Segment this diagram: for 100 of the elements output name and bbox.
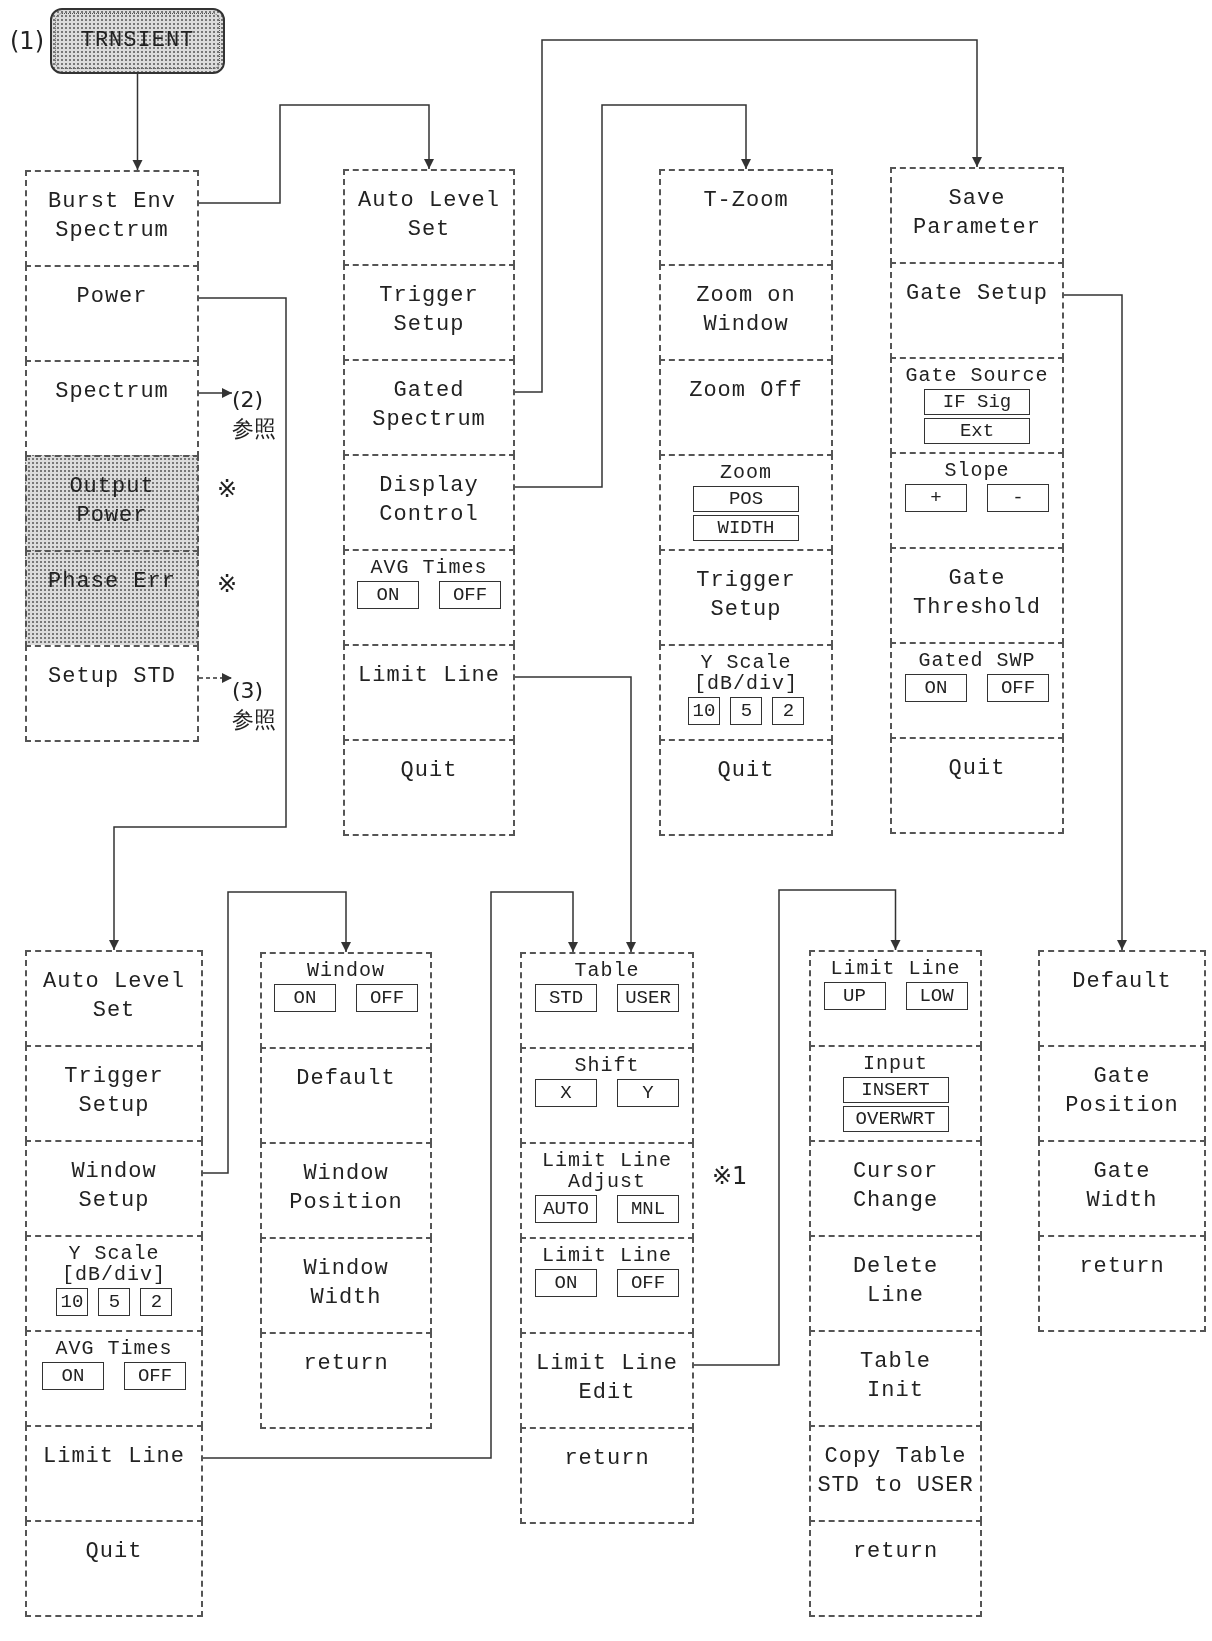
key-label: AVG Times [370, 557, 488, 578]
key-label: Default [1072, 968, 1172, 996]
softkey [260, 1047, 432, 1144]
toggle-option: 5 [730, 697, 763, 725]
key-label: Gate Threshold [912, 565, 1042, 622]
softkey [659, 549, 833, 646]
key-label: Window Position [288, 1160, 404, 1217]
toggle-option: ON [42, 1362, 104, 1390]
key-label: Limit Line Edit [535, 1350, 679, 1407]
connector-arrow [198, 672, 233, 684]
key-label: Copy Table STD to USER [816, 1443, 975, 1500]
key-label: return [852, 1538, 939, 1566]
softkey [260, 1237, 432, 1334]
softkey [890, 642, 1064, 739]
key-label: Trigger Setup [695, 567, 797, 624]
key-label: Auto Level Set [42, 968, 186, 1025]
key-label: T-Zoom [703, 187, 789, 215]
key-label: Limit Line [830, 958, 961, 979]
softkey [890, 262, 1064, 359]
softkey [809, 1520, 982, 1617]
note-mark: ※ [217, 570, 238, 598]
key-label: Gate Source [905, 365, 1049, 386]
softkey [25, 645, 199, 742]
softkey [520, 1237, 694, 1334]
toggle-option: MNL [617, 1195, 679, 1223]
softkey [890, 167, 1064, 264]
softkey [659, 169, 833, 266]
key-label: [dB/div] [62, 1264, 166, 1285]
key-label: [dB/div] [694, 673, 798, 694]
connector-arrow [1063, 294, 1128, 951]
note-mark: ※1 [712, 1162, 748, 1190]
softkey [343, 549, 515, 646]
connector-arrow [132, 73, 143, 171]
toggle-option: 2 [772, 697, 805, 725]
toggle-option: ON [357, 581, 419, 609]
toggle-option: 10 [55, 1288, 89, 1316]
key-label: Quit [85, 1538, 143, 1566]
toggle-option: ON [274, 984, 336, 1012]
reference-note: 参照 [232, 705, 276, 734]
toggle-option: USER [617, 984, 679, 1012]
toggle-option: WIDTH [693, 515, 799, 541]
toggle-option: - [987, 484, 1049, 512]
softkey [809, 1235, 982, 1332]
softkey [343, 359, 515, 456]
toggle-option: OVERWRT [842, 1106, 949, 1132]
softkey [1038, 1140, 1206, 1237]
key-label: Quit [948, 755, 1006, 783]
connector-arrow [202, 891, 352, 1174]
key-label: Input [863, 1053, 928, 1074]
softkey [343, 644, 515, 741]
reference-note: 参照 [232, 414, 276, 443]
note-mark: (1) [10, 27, 44, 55]
softkey [343, 169, 515, 266]
key-label: Gate Setup [906, 280, 1048, 308]
key-label: Gated SWP [918, 650, 1036, 671]
key-label: TRNSIENT [80, 26, 195, 55]
key-label: return [303, 1350, 389, 1378]
softkey [890, 547, 1064, 644]
note-mark: ※ [217, 475, 238, 503]
key-label: Limit Line [358, 662, 500, 690]
softkey [1038, 950, 1206, 1047]
toggle-option: 5 [98, 1288, 131, 1316]
softkey [659, 739, 833, 836]
key-label: Gate Width [1085, 1158, 1159, 1215]
toggle-option: STD [535, 984, 597, 1012]
softkey [25, 170, 199, 267]
key-label: Auto Level Set [357, 187, 501, 244]
softkey [520, 1427, 694, 1524]
softkey [520, 952, 694, 1049]
key-label: AVG Times [55, 1338, 173, 1359]
softkey [343, 739, 515, 836]
key-label: Table Init [859, 1348, 932, 1405]
softkey [659, 644, 833, 741]
toggle-option: 2 [140, 1288, 173, 1316]
key-label: Display Control [378, 472, 480, 529]
key-label: Quit [717, 757, 775, 785]
toggle-option: LOW [905, 982, 968, 1010]
key-label: Window Setup [70, 1158, 158, 1215]
key-label: Cursor Change [851, 1158, 940, 1215]
key-label: return [1079, 1253, 1165, 1281]
key-label: Default [296, 1065, 396, 1093]
toggle-option: Ext [924, 418, 1030, 444]
connector-arrow [693, 889, 901, 1366]
key-label: Burst Env Spectrum [47, 188, 177, 245]
toggle-option: UP [823, 982, 886, 1010]
key-label: Zoom Off [689, 377, 803, 405]
softkey [25, 1045, 203, 1142]
key-label: Trigger Setup [378, 282, 480, 339]
toggle-option: OFF [617, 1269, 679, 1297]
softkey [260, 1142, 432, 1239]
key-label: Y Scale [68, 1243, 160, 1264]
toggle-option: X [535, 1079, 597, 1107]
key-label: return [564, 1445, 650, 1473]
toggle-option: 10 [687, 697, 721, 725]
softkey [343, 454, 515, 551]
toggle-option: ON [535, 1269, 597, 1297]
key-label: Limit Line [43, 1443, 185, 1471]
key-label: Gated Spectrum [371, 377, 487, 434]
toggle-option: OFF [356, 984, 418, 1012]
key-label: Power [76, 283, 148, 311]
